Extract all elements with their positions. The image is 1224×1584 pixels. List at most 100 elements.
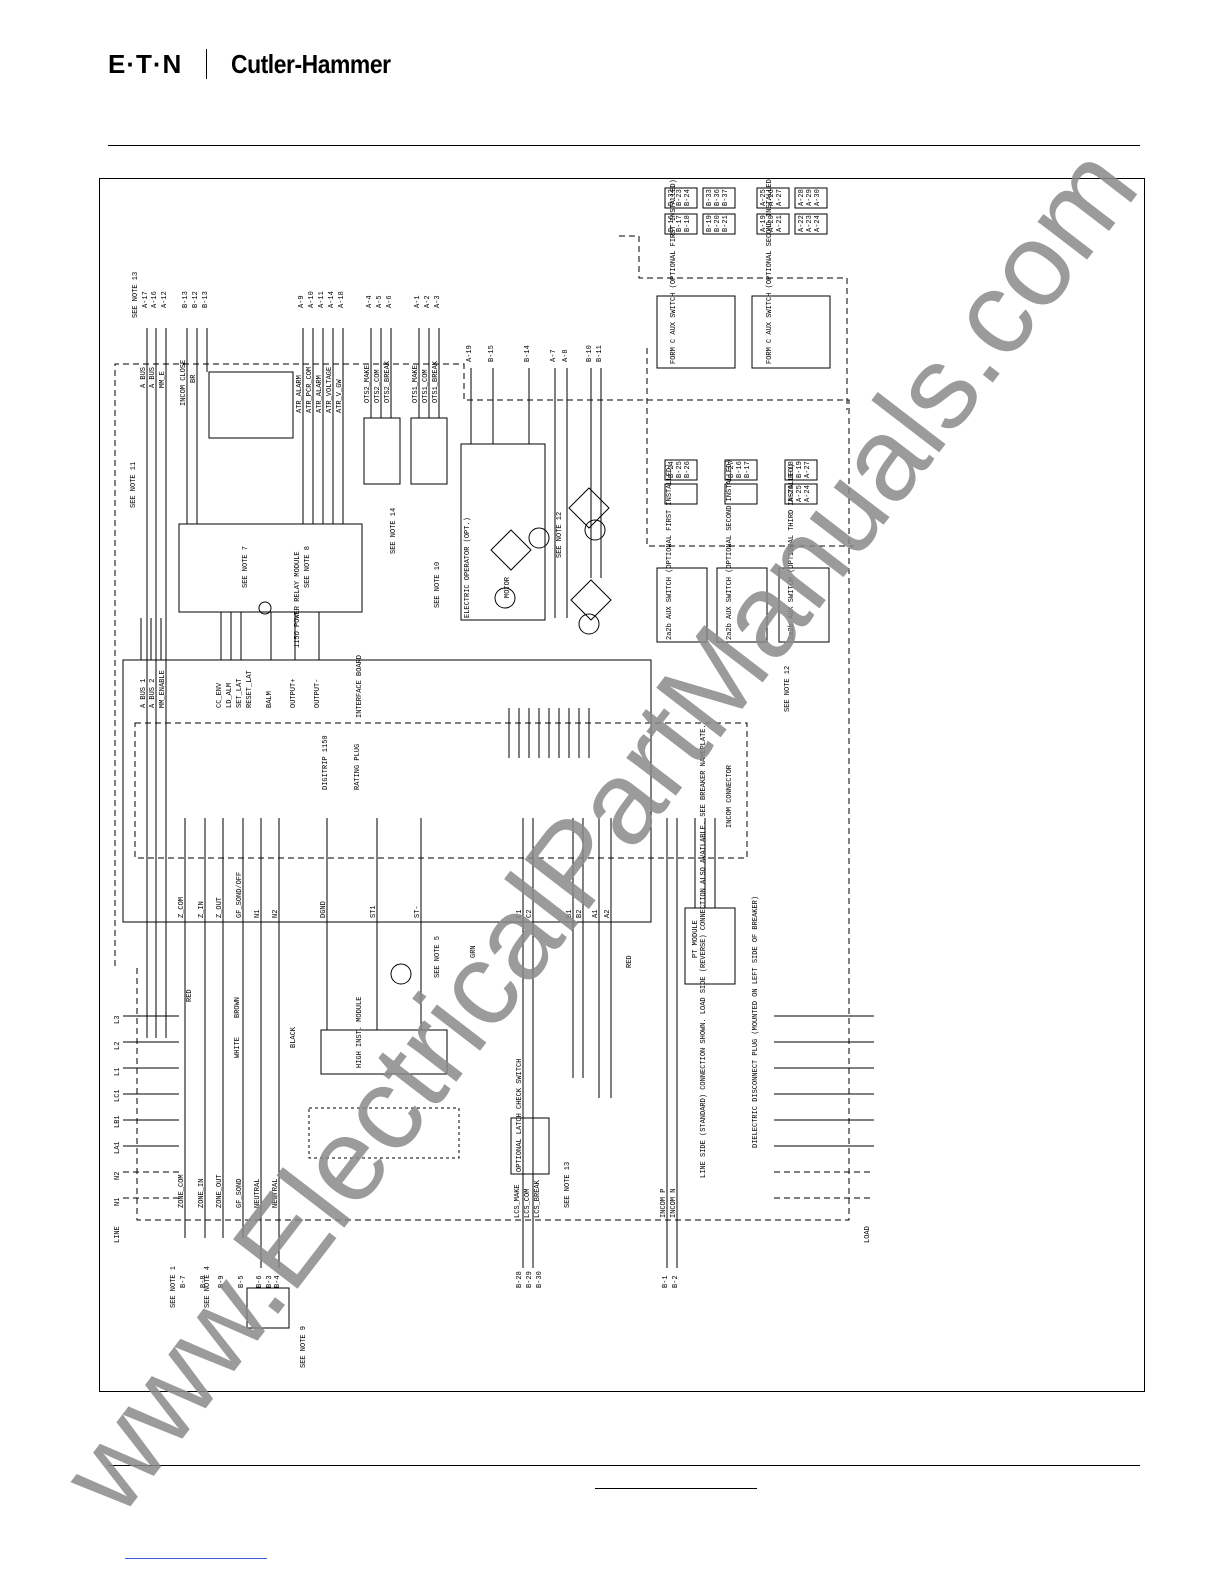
if-output-minus: OUTPUT- xyxy=(314,679,322,708)
aux-low-11: A-25 xyxy=(796,485,804,502)
load-label: LOAD xyxy=(864,1226,872,1243)
if-ld-alm: LD_ALM xyxy=(226,683,234,708)
phase-l1: L1 xyxy=(114,1068,122,1076)
ots2-box xyxy=(363,417,401,485)
aux-top-11: A-29 xyxy=(806,189,814,206)
phase-l3: L3 xyxy=(114,1016,122,1024)
terminal-b12: B-12 xyxy=(192,291,200,308)
sig-ots1-com: OTS1_COM xyxy=(422,369,430,403)
terminal-a4: A-4 xyxy=(366,295,374,308)
terminal-a3: A-3 xyxy=(434,295,442,308)
bs-b2: B2 xyxy=(576,910,584,918)
logo-divider xyxy=(206,49,208,79)
bs-c1: C1 xyxy=(516,910,524,918)
sig-mm-e: MM_E xyxy=(159,371,167,388)
sig-ots1-make: OTS1_MAKE xyxy=(412,365,420,403)
aux-top-1: B-32 xyxy=(668,189,676,206)
if-a-bus-1: A BUS 1 xyxy=(140,679,148,708)
terminal-b14: B-14 xyxy=(524,345,532,362)
bs-n1: N1 xyxy=(254,910,262,918)
if-set-lat: SET_LAT xyxy=(236,679,244,708)
terminal-a8: A-8 xyxy=(562,349,570,362)
terminal-b28: B-28 xyxy=(516,1271,524,1288)
sig-ots2-make: OTS2_MAKE xyxy=(364,365,372,403)
terminal-b8: B-8 xyxy=(200,1275,208,1288)
bs-z-in: Z_IN xyxy=(198,901,206,918)
aux-top-5: B-36 xyxy=(714,189,722,206)
bs-st1: ST1 xyxy=(370,905,378,918)
aux-top-12: A-30 xyxy=(814,189,822,206)
sig-ots2-break: OTS2_BREAK xyxy=(384,360,392,403)
sig-atr-voltage: ATR_VOLTAGE xyxy=(326,367,334,413)
note-9: SEE NOTE 9 xyxy=(300,1326,308,1368)
aux-top-3: B-24 xyxy=(684,189,692,206)
terminal-b9: B-9 xyxy=(218,1275,226,1288)
aux-low-6: B-17 xyxy=(744,461,752,478)
aux-top-9: A-27 xyxy=(776,189,784,206)
terminal-b7: B-7 xyxy=(180,1275,188,1288)
bl-zone-com: ZONE_COM xyxy=(178,1174,186,1208)
sig-a-bus-1: A BUS xyxy=(140,367,148,388)
bl-incom-p: INCOM P xyxy=(660,1189,668,1218)
note-5: SEE NOTE 5 xyxy=(434,936,442,978)
bs-z-out: Z_OUT xyxy=(216,897,224,918)
aux-1-label: 2a2b AUX SWITCH (OPTIONAL FIRST INSTALLE… xyxy=(666,464,674,640)
high-inst-module xyxy=(320,1029,448,1075)
relay-module-label: 115O POWER RELAY MODULE xyxy=(294,551,302,648)
aux-mid-7: A-19 xyxy=(760,215,768,232)
terminal-b5: B-5 xyxy=(238,1275,246,1288)
bl-zone-out: ZONE_OUT xyxy=(216,1174,224,1208)
bl-zone-in: ZONE_IN xyxy=(198,1179,206,1208)
wire-grn: GRN xyxy=(470,945,478,958)
bs-a2: A2 xyxy=(604,910,612,918)
phase-n2: N2 xyxy=(114,1172,122,1180)
electric-operator-label: ELECTRIC OPERATOR (OPT.) xyxy=(464,517,472,618)
wire-red-2: RED xyxy=(626,955,634,968)
electric-operator-box xyxy=(460,443,546,621)
ots1-box xyxy=(410,417,448,485)
dielectric-label: DIELECTRIC DISCONNECT PLUG (MOUNTED ON L… xyxy=(752,896,760,1148)
terminal-a1: A-1 xyxy=(414,295,422,308)
phase-n1: N1 xyxy=(114,1198,122,1206)
if-cc-env: CC_ENV xyxy=(216,682,224,708)
bs-a1: A1 xyxy=(592,910,600,918)
terminal-b30: B-30 xyxy=(536,1271,544,1288)
line-label: LINE xyxy=(114,1226,122,1243)
trip-unit xyxy=(134,722,748,859)
bs-dgnd: DGND xyxy=(320,901,328,918)
power-relay-module xyxy=(178,523,363,613)
terminal-a18: A-18 xyxy=(338,291,346,308)
if-a-bus-2: A BUS 2 xyxy=(149,679,157,708)
terminal-a6: A-6 xyxy=(386,295,394,308)
form-c-1-label: FORM C AUX SWITCH (OPTIONAL FIRST INSTAL… xyxy=(670,179,678,364)
note-13-bottom: SEE NOTE 13 xyxy=(564,1162,572,1208)
terminal-b2: B-2 xyxy=(672,1275,680,1288)
interface-board-label: INTERFACE BOARD xyxy=(356,655,364,718)
diagram-frame xyxy=(99,178,1145,1392)
aux-top-6: B-37 xyxy=(722,189,730,206)
aux-switch-1 xyxy=(656,567,708,643)
aux-mid-5: B-20 xyxy=(714,215,722,232)
note-10: SEE NOTE 10 xyxy=(434,562,442,608)
brand-mark: E·T·N xyxy=(108,48,183,79)
aux-low-9: A-27 xyxy=(804,461,812,478)
aux-low-8: B-19 xyxy=(796,461,804,478)
sig-incom-close: INCOM CLOSE xyxy=(180,360,188,406)
eaton-logo: E·T·N Cutler-Hammer xyxy=(108,48,413,80)
bs-gf: GF_SOND/OFF xyxy=(236,872,244,918)
aux-mid-9: A-21 xyxy=(776,215,784,232)
header-rule xyxy=(108,145,1140,146)
note-8: SEE NOTE 8 xyxy=(304,546,312,588)
aux-low-4: B-27 xyxy=(728,461,736,478)
aux-top-2: B-23 xyxy=(676,189,684,206)
sig-ots1-break: OTS1_BREAK xyxy=(432,360,440,403)
terminal-a9: A-9 xyxy=(298,295,306,308)
bl-incom-n: INCOM N xyxy=(670,1189,678,1218)
bl-lcs-break: LCS_BREAK xyxy=(534,1179,542,1218)
if-reset-lat: RESET_LAT xyxy=(246,670,254,708)
aux-mid-11: A-23 xyxy=(806,215,814,232)
latch-check-label: OPTIONAL LATCH CHECK SWITCH xyxy=(516,1059,524,1172)
note-4: SEE NOTE 4 xyxy=(204,1266,212,1308)
latch-check-box xyxy=(510,1117,550,1175)
terminal-a5: A-5 xyxy=(376,295,384,308)
